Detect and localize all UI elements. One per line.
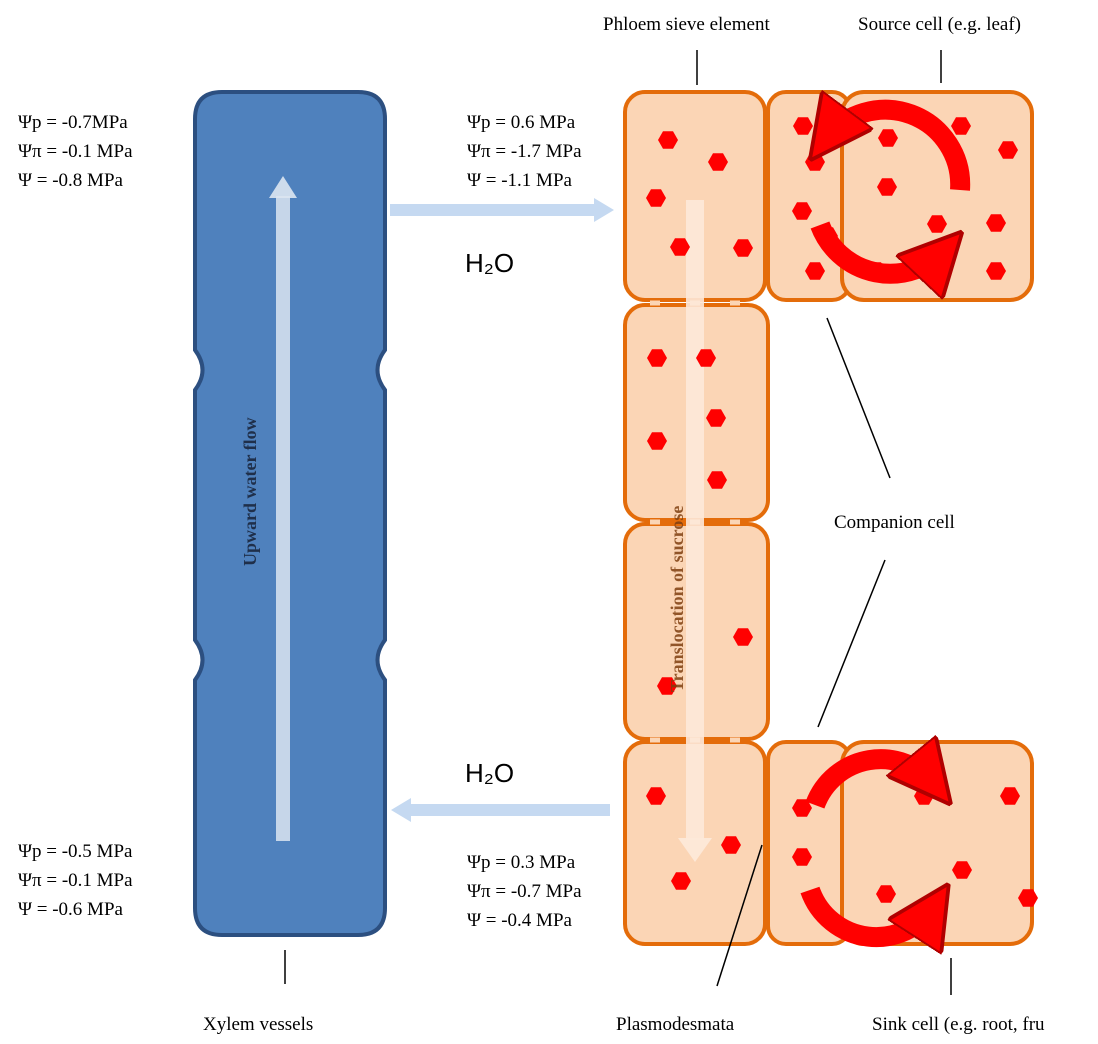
label-upward-water-flow: Upward water flow <box>240 417 260 566</box>
sucrose-hexagon <box>696 349 716 367</box>
label-phloem-sieve-element: Phloem sieve element <box>603 14 770 35</box>
leader-lines <box>284 50 952 995</box>
sucrose-hexagon <box>792 202 812 220</box>
sucrose-hexagon <box>706 409 726 427</box>
sucrose-hexagon <box>792 848 812 866</box>
sucrose-hexagon <box>877 178 897 196</box>
potentials-phloem-bottom: Ψp = 0.3 MPa Ψπ = -0.7 MPa Ψ = -0.4 MPa <box>467 852 582 931</box>
sucrose-hexagon <box>1000 787 1020 805</box>
sucrose-hexagon <box>792 799 812 817</box>
upward-flow-arrow-head <box>269 176 297 198</box>
label-translocation: Translocation of sucrose <box>667 506 687 692</box>
cycle-arrow-bottom-upper <box>805 759 935 809</box>
sucrose-hexagon <box>733 239 753 257</box>
sucrose-hexagon <box>646 787 666 805</box>
potential-line: Ψ = -0.4 MPa <box>467 910 573 931</box>
potentials-xylem-bottom: Ψp = -0.5 MPa Ψπ = -0.1 MPa Ψ = -0.6 MPa <box>18 841 133 920</box>
water-arrow-bottom <box>391 798 610 822</box>
potentials-xylem-top: Ψp = -0.7MPa Ψπ = -0.1 MPa Ψ = -0.8 MPa <box>18 112 133 191</box>
potential-line: Ψπ = -0.7 MPa <box>467 881 582 902</box>
xylem-vessel <box>193 90 387 937</box>
cycle-arrow-top-upper <box>825 110 971 191</box>
potential-line: Ψ = -0.8 MPa <box>18 170 124 191</box>
sucrose-hexagon <box>878 129 898 147</box>
label-xylem-vessels: Xylem vessels <box>203 1014 313 1035</box>
sucrose-hexagon <box>708 153 728 171</box>
label-plasmodesmata: Plasmodesmata <box>616 1014 735 1035</box>
sucrose-hexagon <box>670 238 690 256</box>
translocation-arrow-head <box>678 838 712 862</box>
label-sink-cell: Sink cell (e.g. root, fru <box>872 1014 1045 1035</box>
sucrose-molecules <box>646 117 1038 907</box>
potential-line: Ψp = 0.6 MPa <box>467 112 576 133</box>
sucrose-hexagon <box>1018 889 1038 907</box>
sucrose-hexagon <box>733 628 753 646</box>
sucrose-hexagon <box>952 861 972 879</box>
label-source-cell: Source cell (e.g. leaf) <box>858 14 1021 35</box>
potential-line: Ψπ = -0.1 MPa <box>18 141 133 162</box>
water-arrow-top <box>390 198 614 222</box>
label-h2o-top: H₂O <box>465 248 514 278</box>
potential-line: Ψp = 0.3 MPa <box>467 852 576 873</box>
phloem-column <box>623 90 770 946</box>
sucrose-hexagon <box>951 117 971 135</box>
sucrose-hexagon <box>721 836 741 854</box>
translocation-arrow-shaft <box>686 200 704 840</box>
sucrose-hexagon <box>646 189 666 207</box>
sucrose-hexagon <box>986 262 1006 280</box>
label-h2o-bottom: H₂O <box>465 758 514 788</box>
potential-line: Ψπ = -0.1 MPa <box>18 870 133 891</box>
sucrose-hexagon <box>657 677 677 695</box>
loading-cycle-arrows <box>800 110 971 937</box>
potentials-phloem-top: Ψp = 0.6 MPa Ψπ = -1.7 MPa Ψ = -1.1 MPa <box>467 112 582 191</box>
potential-line: Ψ = -0.6 MPa <box>18 899 124 920</box>
sucrose-hexagon <box>647 432 667 450</box>
potential-line: Ψπ = -1.7 MPa <box>467 141 582 162</box>
upward-flow-arrow-shaft <box>276 196 290 841</box>
sucrose-hexagon <box>658 131 678 149</box>
sucrose-hexagon <box>707 471 727 489</box>
sucrose-hexagon <box>986 214 1006 232</box>
label-companion-cell: Companion cell <box>834 512 955 533</box>
sucrose-hexagon <box>671 872 691 890</box>
cycle-arrow-top-lower <box>810 221 945 274</box>
sucrose-hexagon <box>647 349 667 367</box>
potential-line: Ψ = -1.1 MPa <box>467 170 573 191</box>
cycle-arrow-bottom-lower <box>800 890 935 937</box>
potential-line: Ψp = -0.7MPa <box>18 112 128 133</box>
sucrose-hexagon <box>805 262 825 280</box>
sucrose-hexagon <box>998 141 1018 159</box>
potential-line: Ψp = -0.5 MPa <box>18 841 133 862</box>
